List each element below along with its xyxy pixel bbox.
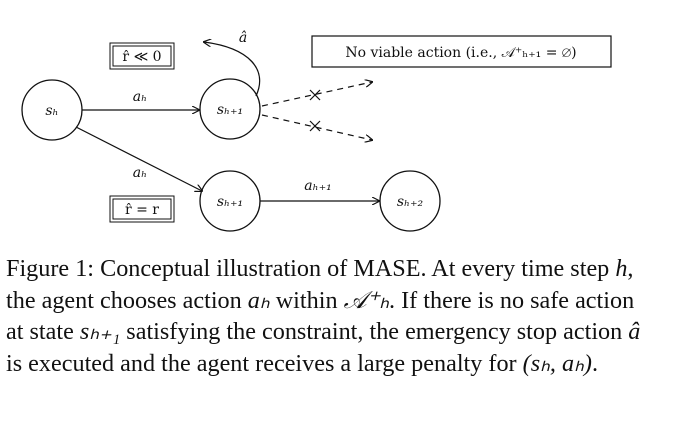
caption-method-name: MASE <box>353 255 421 282</box>
edge-label-a-h-bottom: aₕ <box>133 165 147 181</box>
edge-label-a-h-top: aₕ <box>133 89 147 105</box>
mase-diagram: sₕ sₕ₊₁ sₕ₊₁ sₕ₊₂ aₕ aₕ aₕ₊₁ â <box>21 30 612 232</box>
caption-h: h <box>615 255 628 282</box>
edge-label-a-hat: â <box>239 30 247 46</box>
penalty-top-label: r̂ ≪ 0 <box>122 49 161 65</box>
no-action-label: No viable action (i.e., 𝒜⁺ₕ₊₁ = ∅) <box>345 45 576 61</box>
caption-A-h-plus: 𝒜⁺ₕ <box>343 286 390 314</box>
no-action-box: No viable action (i.e., 𝒜⁺ₕ₊₁ = ∅) <box>311 35 612 68</box>
caption-text-4: within <box>275 286 338 314</box>
node-s-h2-label: sₕ₊₂ <box>397 194 424 210</box>
node-s-h1-top: sₕ₊₁ <box>199 78 261 140</box>
blocked-action-upper <box>261 82 372 107</box>
blocked-actions <box>261 82 372 140</box>
caption-a-h: aₕ <box>247 286 270 314</box>
caption-text-5: . If there is no safe action at state <box>6 286 635 346</box>
cross-icon-upper <box>309 89 321 101</box>
penalty-box-top: r̂ ≪ 0 <box>109 42 175 70</box>
edge-s-h-to-s-h1-bottom <box>75 126 202 191</box>
penalty-bottom-label: r̂ = r <box>125 202 159 218</box>
edge-label-a-h1: aₕ₊₁ <box>304 178 331 194</box>
caption-s-h1: sₕ₊₁ <box>79 318 121 345</box>
node-s-h1-bottom: sₕ₊₁ <box>199 170 261 232</box>
caption-pair: (sₕ, aₕ) <box>522 349 592 377</box>
figure-caption: Figure 1: Conceptual illustration of MAS… <box>6 253 656 379</box>
caption-text-8: . <box>591 349 598 377</box>
node-s-h: sₕ <box>21 79 83 141</box>
node-s-h1-top-label: sₕ₊₁ <box>217 102 243 118</box>
caption-text-2: . At every time step <box>420 255 610 282</box>
caption-text-3: , the agent chooses action <box>6 255 634 314</box>
caption-text-6: satisfying the constraint, the emergency… <box>126 318 623 345</box>
penalty-box-bottom: r̂ = r <box>109 195 175 223</box>
caption-text-7: is executed and the agent receives a lar… <box>6 349 517 377</box>
node-s-h-label: sₕ <box>45 103 58 119</box>
cross-icon-lower <box>309 120 321 132</box>
node-s-h1-bottom-label: sₕ₊₁ <box>217 194 243 210</box>
emergency-stop-arrow <box>204 42 261 97</box>
caption-text-1: Conceptual illustration of <box>100 255 348 282</box>
node-s-h2: sₕ₊₂ <box>379 170 441 232</box>
caption-figure-label: Figure 1: <box>6 255 95 282</box>
caption-a-hat: â <box>628 318 641 345</box>
